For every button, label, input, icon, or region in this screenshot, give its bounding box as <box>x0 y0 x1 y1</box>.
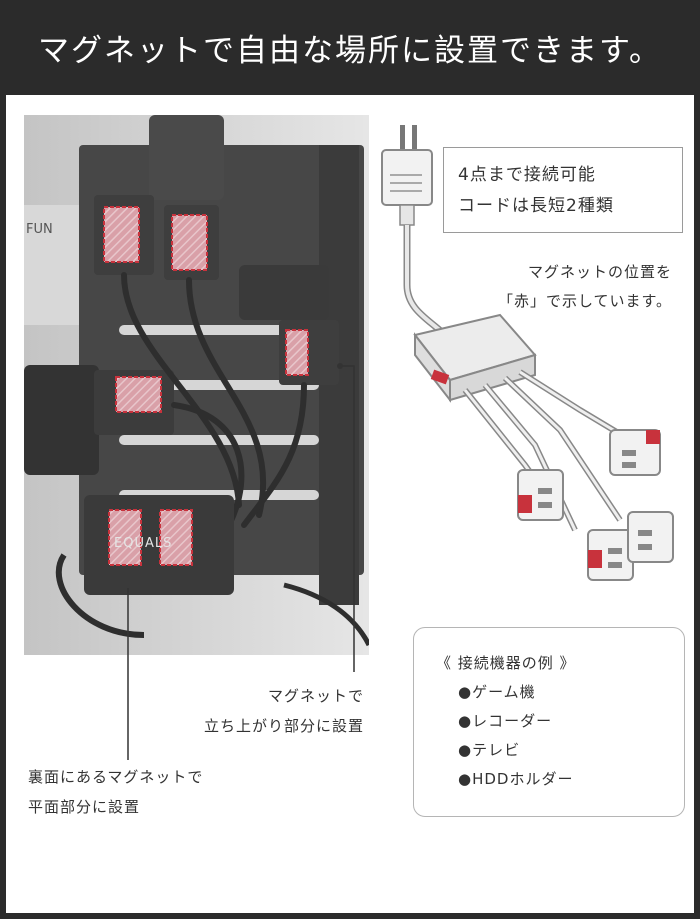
caption-flat-placement: 裏面にあるマグネットで 平面部分に設置 <box>28 762 203 822</box>
hub-icon <box>413 313 537 403</box>
caption-left-line-2: 平面部分に設置 <box>28 798 141 816</box>
info-line-1: 4点まで接続可能 <box>458 165 596 185</box>
outlet-icon <box>587 529 634 581</box>
caption-right-line-1: マグネットで <box>267 687 364 705</box>
outlet-icon <box>517 469 564 521</box>
example-item: ●テレビ <box>458 741 521 759</box>
magnet-note-line-1: マグネットの位置を <box>527 263 672 281</box>
equals-logo: EQUALS <box>114 536 172 551</box>
caption-left-line-1: 裏面にあるマグネットで <box>28 768 204 786</box>
info-line-2: コードは長短2種類 <box>458 196 614 216</box>
outlet-icon <box>627 511 674 563</box>
connection-info-box: 4点まで接続可能 コードは長短2種類 <box>443 147 683 233</box>
page-title: マグネットで自由な場所に設置できます。 <box>38 33 662 69</box>
photo-illustration: FUN EQUALS <box>24 115 369 655</box>
example-item: ●ゲーム機 <box>458 683 536 701</box>
tv-mark: FUN <box>26 222 53 237</box>
caption-upright-placement: マグネットで 立ち上がり部分に設置 <box>164 681 364 741</box>
outlet-icon <box>609 429 661 476</box>
caption-right-line-2: 立ち上がり部分に設置 <box>203 717 364 735</box>
device-examples-box: 《 接続機器の例 》 ●ゲーム機 ●レコーダー ●テレビ ●HDDホルダー <box>413 627 685 817</box>
example-item: ●レコーダー <box>458 712 553 730</box>
product-photo: FUN EQUALS <box>24 115 369 655</box>
header-banner: マグネットで自由な場所に設置できます。 <box>0 0 700 95</box>
example-item: ●HDDホルダー <box>458 770 574 788</box>
hub-diagram <box>381 125 674 581</box>
magnet-position-note: マグネットの位置を 「赤」で示しています。 <box>498 258 672 316</box>
examples-title: 《 接続機器の例 》 <box>436 654 576 672</box>
magnet-note-line-2: 「赤」で示しています。 <box>497 292 672 310</box>
plug-icon <box>381 125 433 226</box>
